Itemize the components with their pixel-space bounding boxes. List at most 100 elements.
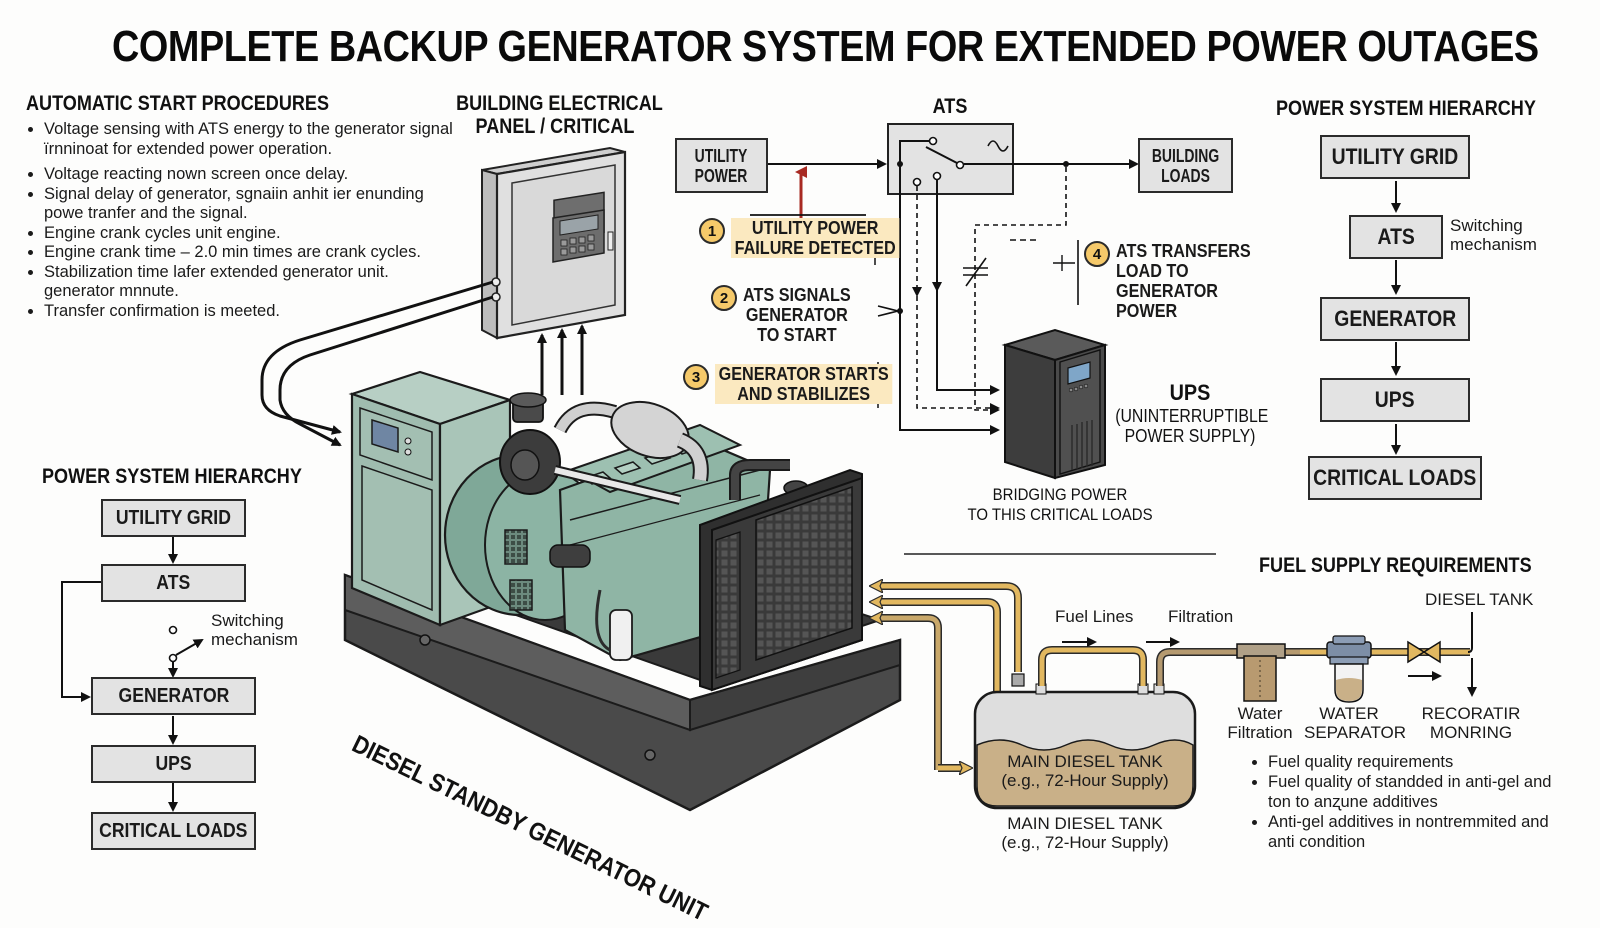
list-item: Signal delay of generator, sgnaіin anhit… xyxy=(44,185,456,224)
note-line2: mechanism xyxy=(211,630,298,649)
tank-inner-line1: MAIN DIESEL TANK xyxy=(1007,752,1163,771)
list-item: Anti-gel additives in nontremmited and a… xyxy=(1268,812,1553,852)
building-loads-line1: BUILDING xyxy=(1151,145,1220,166)
box-label: ATS xyxy=(156,571,191,594)
right-hierarchy-note: Switching mechanism xyxy=(1450,216,1537,254)
filtration-label: Filtration xyxy=(1168,607,1234,626)
building-loads-line2: LOADS xyxy=(1161,165,1210,186)
list-item: Engine crank time – 2.0 min times are cr… xyxy=(44,243,456,263)
list-item: Fuel quality of standded in anti-gel and… xyxy=(1268,772,1553,812)
step-2-line1: ATS SIGNALS xyxy=(743,285,851,305)
tank-caption-line1: MAIN DIESEL TANK xyxy=(1007,814,1163,833)
list-item: Fuel quality requirements xyxy=(1268,752,1553,772)
step-4-line1: ATS TRANSFERS xyxy=(1116,241,1251,261)
building-panel-heading-line2: PANEL / CRITICAL xyxy=(475,115,635,138)
control-cables xyxy=(260,280,587,447)
right-hierarchy-box-ups: UPS xyxy=(1320,378,1470,422)
automatic-start-section: AUTOMATIC START PROCEDURES Voltage sensi… xyxy=(26,92,456,321)
step-4-line3: GENERATOR xyxy=(1116,281,1219,301)
box-label: UTILITY GRID xyxy=(1331,144,1459,169)
box-label: ATS xyxy=(1377,224,1415,249)
left-hierarchy-arrows xyxy=(61,537,204,812)
list-item: Voltage sensing with ATS energy to the g… xyxy=(44,120,456,159)
ats-heading: ATS xyxy=(932,95,968,118)
ups-unit xyxy=(1001,328,1109,480)
ups-caption: BRIDGING POWER TO THIS CRITICAL LOADS xyxy=(950,485,1170,525)
step-number-badge: 2 xyxy=(711,285,737,311)
tank-inner-line2: (e.g., 72-Hour Supply) xyxy=(1001,771,1169,790)
box-label: UPS xyxy=(155,752,192,775)
fuel-supply-heading: FUEL SUPPLY REQUIREMENTS xyxy=(1259,554,1532,577)
recoratir-monring-label: RECORATIR MONRING xyxy=(1420,704,1522,742)
left-hierarchy-box-ats: ATS xyxy=(101,564,246,602)
step-2-line3: TO START xyxy=(757,325,837,345)
water-separator-label: WATER SEPARATOR xyxy=(1304,704,1407,742)
water-filtration-line2: Filtration xyxy=(1227,723,1293,742)
diesel-generator-unit xyxy=(343,370,902,812)
note-line2: mechanism xyxy=(1450,235,1537,254)
recoratir-line2: MONRING xyxy=(1429,723,1513,742)
diesel-tank-label: DIESEL TANK xyxy=(1425,590,1534,609)
recoratir-line1: RECORATIR xyxy=(1421,704,1521,723)
step-number-badge: 4 xyxy=(1084,241,1110,267)
box-label: UPS xyxy=(1375,387,1415,412)
box-label: GENERATOR xyxy=(118,684,229,707)
box-label: CRITICAL LOADS xyxy=(99,819,248,842)
list-item: Engine crank cycles unit engine. xyxy=(44,224,456,244)
step-3-line2: AND STABILIZES xyxy=(737,384,871,404)
step-1-line1: UTILITY POWER xyxy=(751,218,879,238)
right-hierarchy-box-generator: GENERATOR xyxy=(1320,297,1470,341)
ats-schematic xyxy=(750,123,1139,435)
water-separator-line1: WATER xyxy=(1319,704,1379,723)
right-hierarchy-heading: POWER SYSTEM HIERARCHY xyxy=(1276,97,1536,120)
water-filtration-line1: Water xyxy=(1237,704,1283,723)
building-panel-heading: BUILDING ELECTRICAL PANEL / CRITICAL xyxy=(456,92,663,138)
note-line1: Switching xyxy=(1450,216,1523,235)
left-hierarchy-note: Switching mechanism xyxy=(211,611,298,649)
fuel-requirements-list: Fuel quality requirements Fuel quality o… xyxy=(1250,752,1553,852)
ups-subtitle-line1: (UNINTERRUPTIBLE xyxy=(1115,406,1269,426)
note-line1: Switching xyxy=(211,611,284,630)
ups-caption-line2: TO THIS CRITICAL LOADS xyxy=(967,505,1153,524)
page-title: COMPLETE BACKUP GENERATOR SYSTEM FOR EXT… xyxy=(112,22,1539,71)
left-hierarchy-box-ups: UPS xyxy=(91,745,256,783)
ups-caption-line1: BRIDGING POWER xyxy=(992,485,1128,504)
fuel-system xyxy=(876,553,1477,810)
tank-caption-line2: (e.g., 72-Hour Supply) xyxy=(1001,833,1169,852)
water-separator-line2: SEPARATOR xyxy=(1304,723,1407,742)
automatic-start-heading: AUTOMATIC START PROCEDURES xyxy=(26,92,330,115)
ups-title: UPS xyxy=(1169,380,1211,405)
list-item: Transfer confirmation is meeted. xyxy=(44,302,456,322)
diagram-artwork xyxy=(61,123,1477,812)
ups-subtitle-line2: POWER SUPPLY) xyxy=(1124,426,1256,446)
step-2-line2: GENERATOR xyxy=(745,305,848,325)
step-number-badge: 3 xyxy=(683,364,709,390)
right-hierarchy-box-ats: ATS xyxy=(1349,215,1443,259)
step-1-line2: FAILURE DETECTED xyxy=(734,238,896,258)
step-4-line4: POWER xyxy=(1116,301,1178,321)
box-label: UTILITY GRID xyxy=(115,506,232,529)
water-filtration-label: Water Filtration xyxy=(1226,704,1294,742)
left-hierarchy-box-generator: GENERATOR xyxy=(91,677,256,715)
left-hierarchy-box-critical-loads: CRITICAL LOADS xyxy=(91,812,256,850)
utility-power-line1: UTILITY xyxy=(695,145,748,166)
right-hierarchy-box-critical-loads: CRITICAL LOADS xyxy=(1308,456,1482,500)
box-label: GENERATOR xyxy=(1334,306,1456,331)
step-number-badge: 1 xyxy=(699,218,725,244)
tank-inner-label: MAIN DIESEL TANK (e.g., 72-Hour Supply) xyxy=(980,752,1190,790)
tank-caption: MAIN DIESEL TANK (e.g., 72-Hour Supply) xyxy=(980,814,1190,852)
fuel-lines-label: Fuel Lines xyxy=(1055,607,1134,626)
utility-power-line2: POWER xyxy=(695,165,748,186)
step-3-line1: GENERATOR STARTS xyxy=(718,364,889,384)
left-hierarchy-heading: POWER SYSTEM HIERARCHY xyxy=(42,465,302,488)
list-item: Voltage reacting nown screen once delay. xyxy=(44,165,456,185)
ups-label: UPS (UNINTERRUPTIBLE POWER SUPPLY) xyxy=(1105,380,1275,446)
